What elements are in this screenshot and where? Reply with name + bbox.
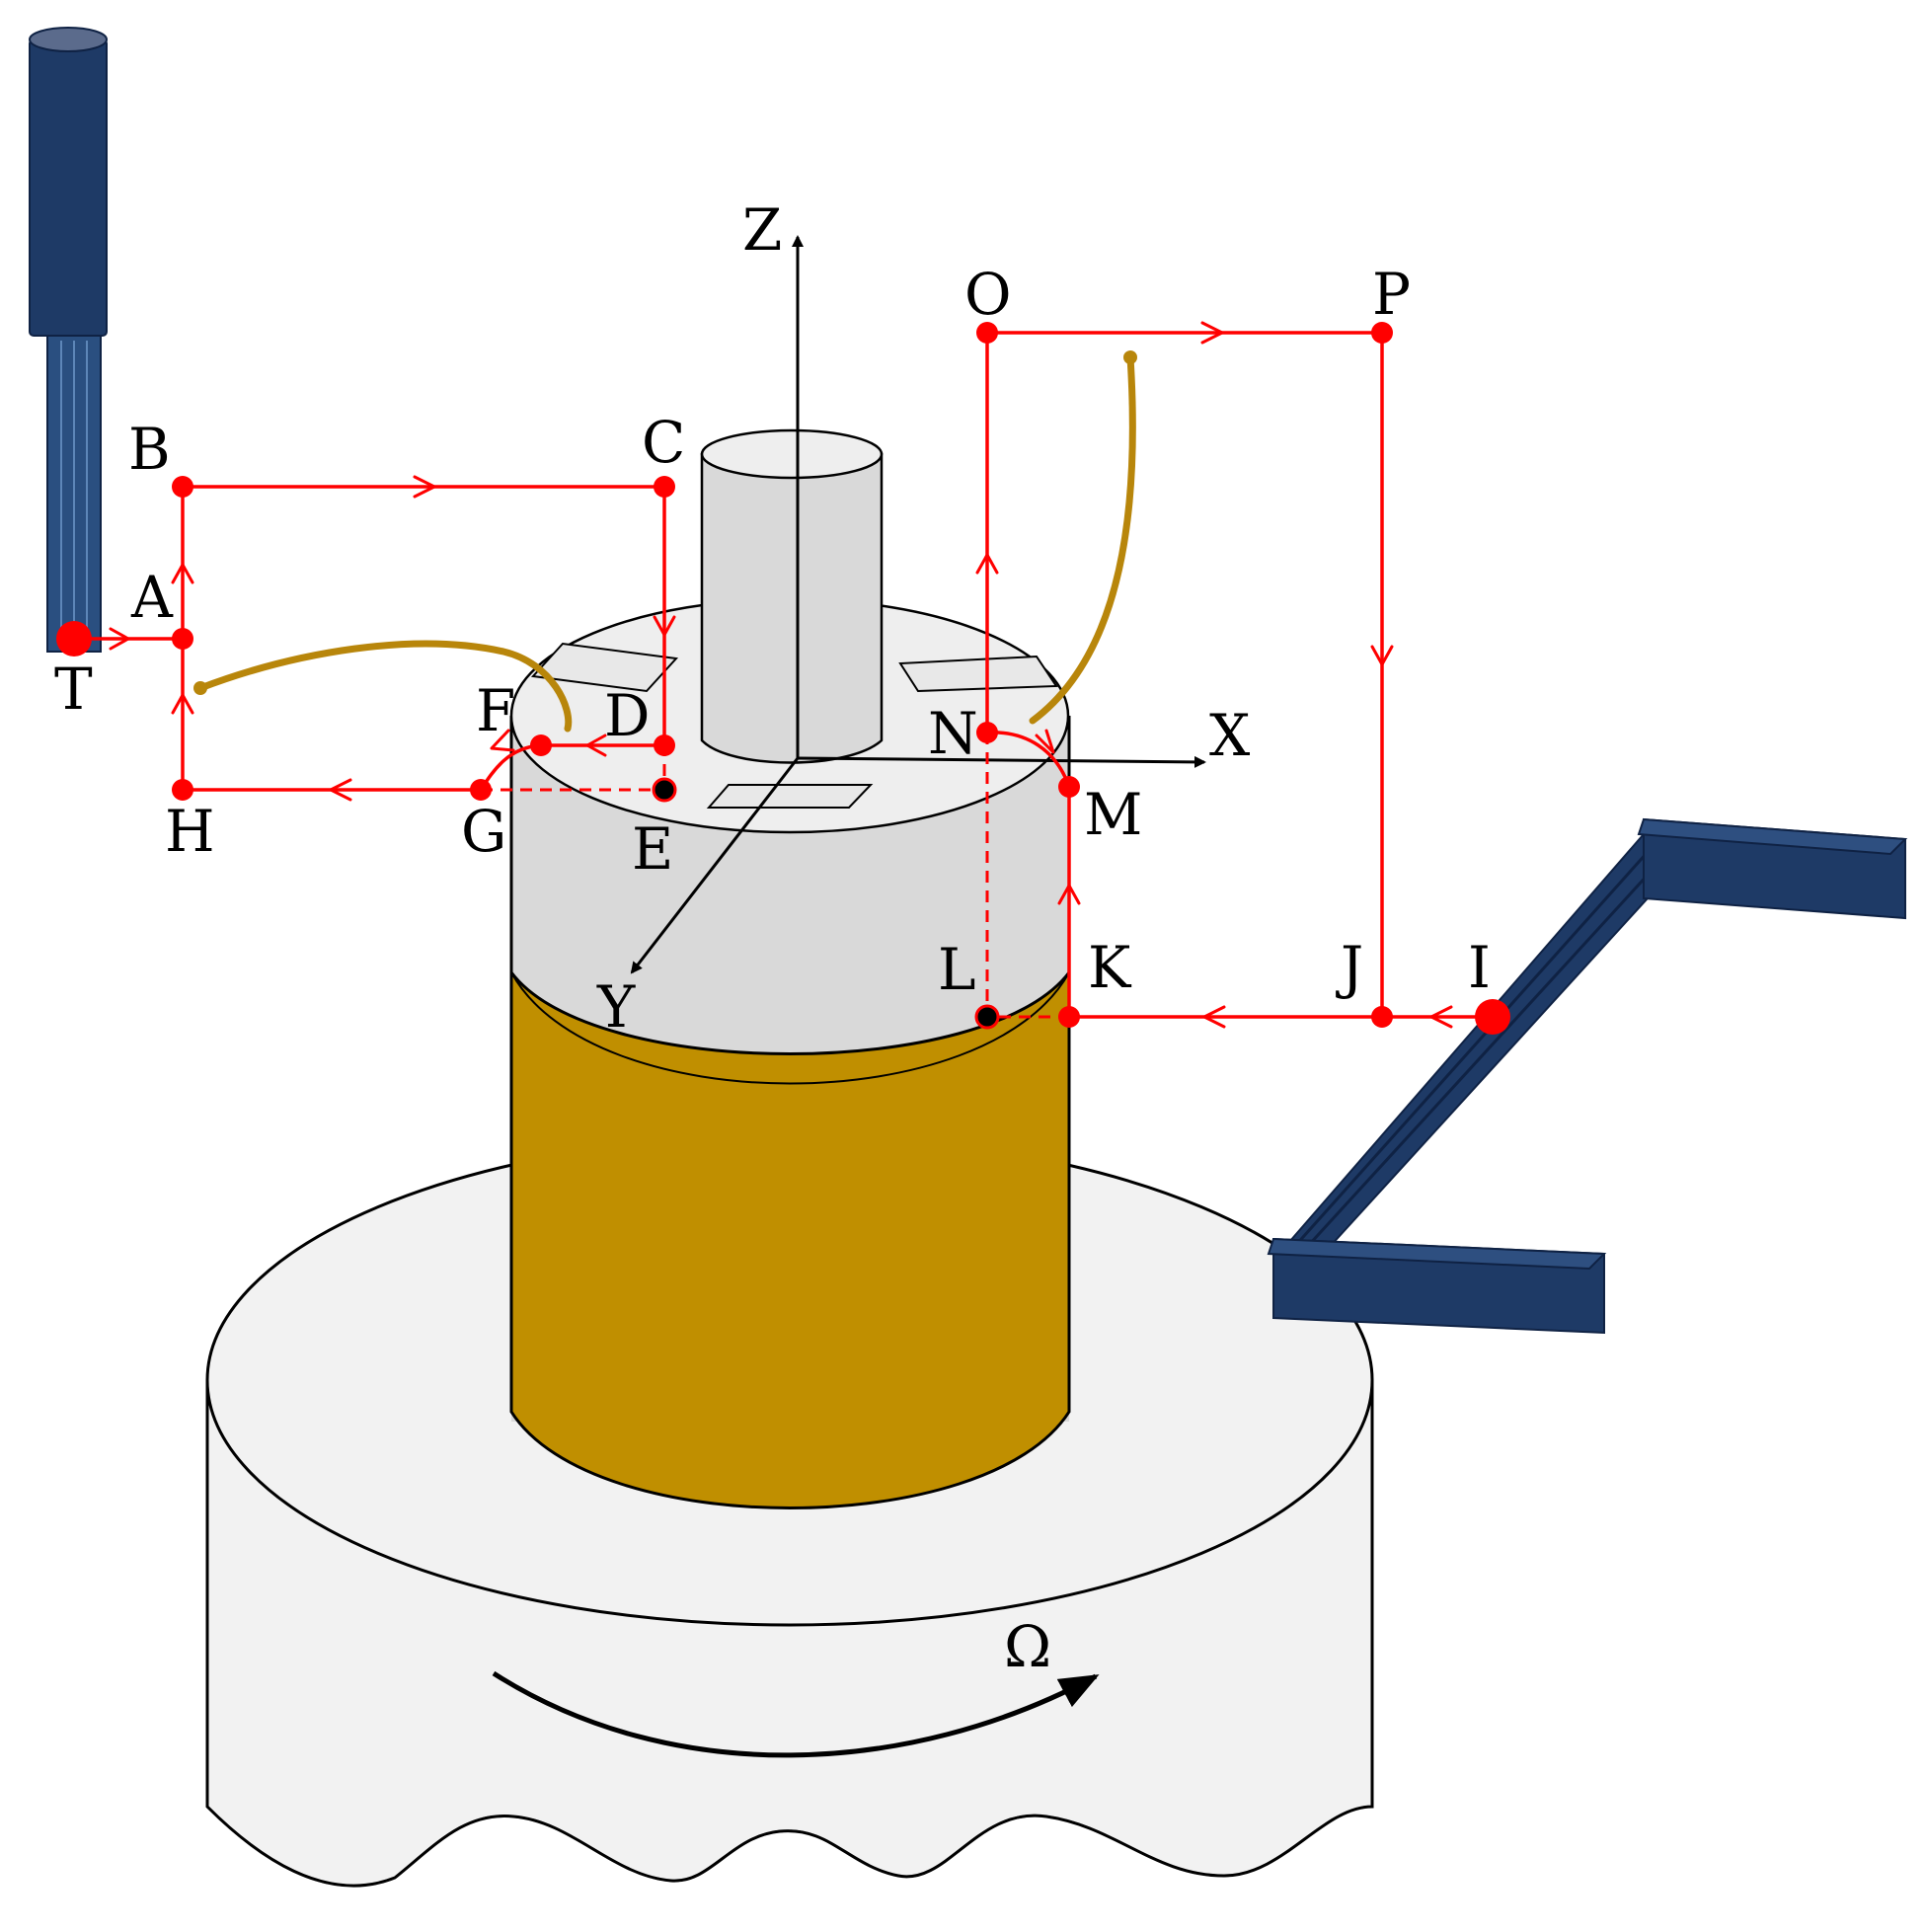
label-L: L: [938, 936, 976, 1003]
label-C: C: [642, 409, 685, 476]
direction-arrows: [109, 321, 1453, 1029]
top-plate-left: [530, 642, 679, 693]
label-A: A: [130, 564, 174, 631]
node-L: [974, 1004, 1000, 1030]
right-probe-upper-bracket-face: [1637, 817, 1908, 856]
node-D: [654, 734, 675, 756]
label-P: P: [1372, 261, 1411, 328]
left-probe-shaft: [29, 39, 108, 337]
path-left-loop: [74, 485, 666, 792]
band-top-edge: [510, 971, 1070, 1085]
node-C: [654, 476, 675, 498]
label-O: O: [964, 261, 1012, 328]
label-M: M: [1084, 781, 1142, 848]
left-cable: [196, 640, 573, 733]
rotation-label: Ω: [1004, 1613, 1051, 1680]
z-axis-label: Z: [742, 196, 782, 264]
node-M: [1058, 776, 1080, 798]
node-I: [1475, 999, 1510, 1035]
left-probe-cap: [29, 27, 108, 52]
top-plate-right: [898, 655, 1058, 693]
label-K: K: [1088, 934, 1132, 1001]
x-axis-label: X: [1209, 702, 1251, 769]
right-probe: [1267, 817, 1908, 1335]
right-probe-rod: [1293, 840, 1658, 1248]
node-B: [172, 476, 193, 498]
probing-paths: [56, 321, 1510, 1035]
turntable-bottom-break-line: [206, 1805, 1373, 1888]
label-I: I: [1468, 934, 1491, 1001]
rotation-indicator: Ω: [492, 1613, 1100, 1758]
label-J: J: [1336, 934, 1363, 1001]
node-T: [56, 621, 92, 657]
node-G: [470, 779, 492, 801]
center-post-top: [700, 428, 884, 480]
label-B: B: [128, 416, 171, 483]
label-F: F: [476, 677, 515, 744]
left-probe: [29, 27, 108, 653]
point-labels: T A B C D E F G H I J K L M N O P: [54, 261, 1491, 1003]
label-T: T: [54, 656, 93, 723]
node-N: [976, 722, 998, 743]
right-cable: [1029, 353, 1136, 725]
right-probe-rod: [1306, 847, 1673, 1248]
node-A: [172, 628, 193, 650]
node-K: [1058, 1006, 1080, 1028]
coordinate-axes: Z X Y: [596, 196, 1251, 1041]
label-N: N: [928, 700, 978, 767]
label-E: E: [632, 815, 673, 883]
node-O: [976, 322, 998, 344]
label-H: H: [165, 798, 215, 865]
node-J: [1371, 1006, 1393, 1028]
node-F: [530, 734, 552, 756]
left-cable-end: [193, 681, 207, 695]
y-axis: [630, 757, 800, 974]
y-axis-label: Y: [596, 973, 636, 1041]
node-P: [1371, 322, 1393, 344]
center-post: [700, 452, 884, 764]
cylinder-band: [509, 967, 1071, 1509]
path-nodes: [56, 322, 1510, 1035]
top-plate-front: [706, 784, 874, 809]
right-cable-end: [1123, 350, 1137, 364]
right-probe-lower-bracket-face: [1267, 1237, 1607, 1271]
workpiece-cylinder: [509, 428, 1071, 1509]
x-axis: [797, 755, 1206, 768]
rotation-arrow: [492, 1670, 1100, 1758]
label-D: D: [604, 682, 651, 749]
node-H: [172, 779, 193, 801]
node-E: [652, 777, 677, 803]
label-G: G: [461, 798, 506, 865]
